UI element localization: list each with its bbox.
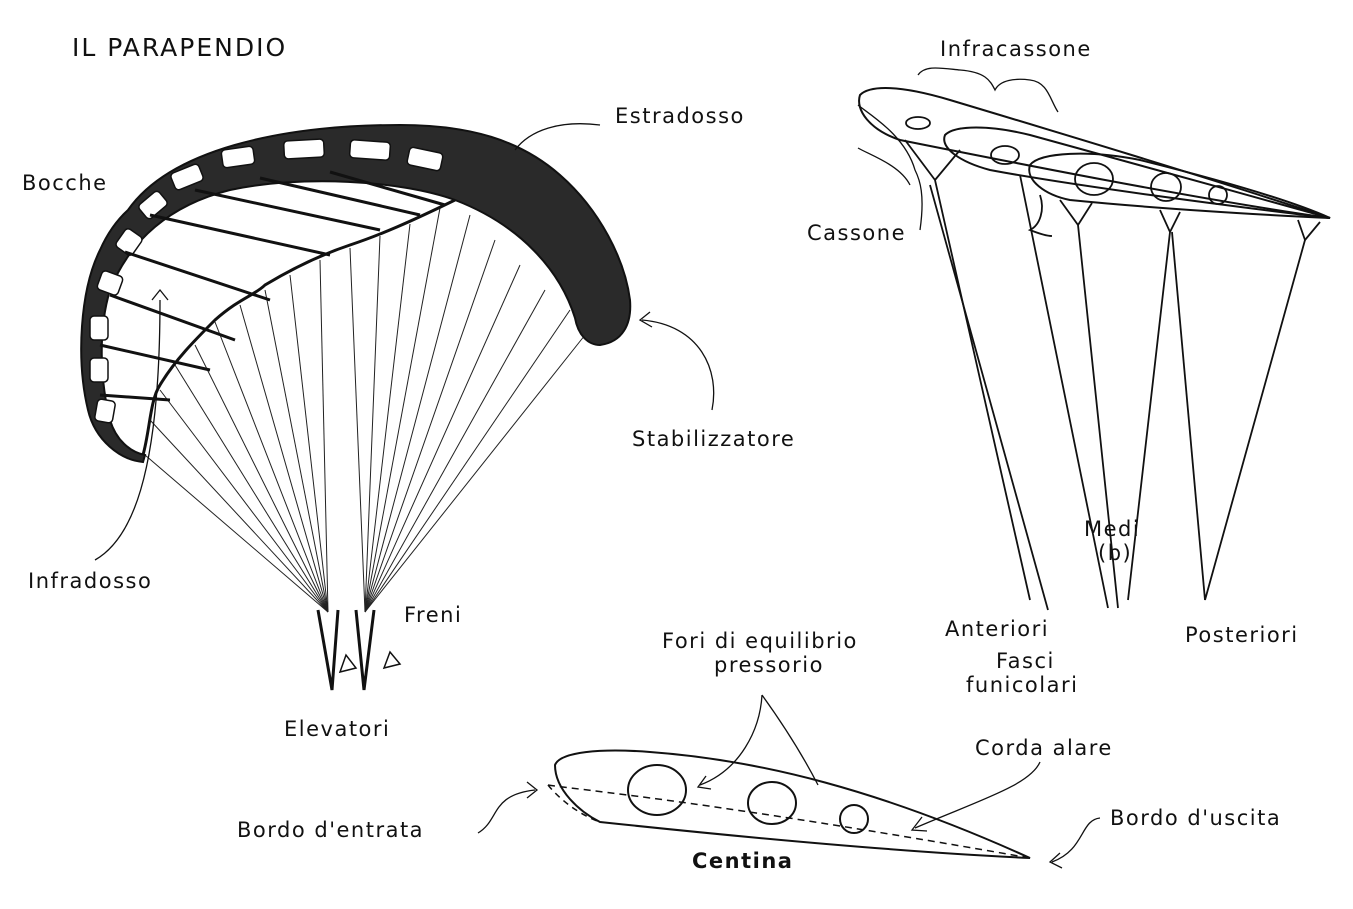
diagram-title: IL PARAPENDIO xyxy=(72,33,287,62)
cell-structure-illustration: Infracassone Cassone Medi (b) Anteriori … xyxy=(807,37,1331,697)
rib-profile xyxy=(553,749,1031,859)
entrata-arrowhead xyxy=(526,781,539,799)
suspension-line xyxy=(159,389,329,613)
suspension-line xyxy=(214,321,329,613)
suspension-line xyxy=(364,264,521,613)
label-fasci-line1: Fasci xyxy=(996,649,1055,673)
paraglider-illustration: Bocche Estradosso Stabilizzatore Infrado… xyxy=(22,104,795,741)
label-estradosso: Estradosso xyxy=(615,104,745,128)
label-bordo-uscita: Bordo d'uscita xyxy=(1110,806,1281,830)
suspension-line xyxy=(149,419,329,613)
label-centina: Centina xyxy=(692,849,793,873)
rib-profile-holes xyxy=(627,764,869,834)
infradosso-arrowhead xyxy=(151,288,169,301)
entrata-leader xyxy=(477,789,536,834)
suspension-line xyxy=(364,334,586,613)
risers xyxy=(316,609,376,691)
suspension-line xyxy=(364,214,471,613)
label-medi-line2: (b) xyxy=(1098,541,1132,565)
canopy-lower-surface xyxy=(141,198,456,456)
suspension-lines xyxy=(144,207,586,613)
rib-profile-illustration: Fori di equilibrio pressorio Corda alare… xyxy=(237,629,1281,873)
cassone-bracket xyxy=(857,104,923,231)
label-infradosso: Infradosso xyxy=(28,569,152,593)
suspension-line xyxy=(144,454,329,613)
cell-openings xyxy=(89,138,444,424)
suspension-line xyxy=(364,223,411,613)
leading-edge-dash xyxy=(547,784,601,823)
suspension-line xyxy=(364,289,546,613)
label-medi-line1: Medi xyxy=(1084,517,1140,541)
label-freni: Freni xyxy=(404,603,462,627)
label-elevatori: Elevatori xyxy=(284,717,390,741)
suspension-line xyxy=(264,289,329,613)
rib-holes xyxy=(905,116,1228,205)
uscita-leader xyxy=(1051,817,1101,863)
rib-front xyxy=(1028,152,1331,219)
corda-leader xyxy=(914,761,1041,829)
label-stabilizzatore: Stabilizzatore xyxy=(632,427,795,451)
fori-leader xyxy=(699,694,819,786)
fori-arrowhead xyxy=(696,775,712,790)
suspension-line xyxy=(364,239,496,613)
corda-arrowhead xyxy=(910,816,928,832)
rib-middle xyxy=(943,126,1331,219)
line-groups xyxy=(904,139,1321,611)
uscita-arrowhead xyxy=(1048,852,1063,869)
estradosso-leader xyxy=(514,123,601,151)
infracassone-bracket xyxy=(917,67,1059,113)
label-bocche: Bocche xyxy=(22,171,108,195)
label-bordo-entrata: Bordo d'entrata xyxy=(237,818,424,842)
label-anteriori: Anteriori xyxy=(945,617,1049,641)
chord-line xyxy=(547,784,1031,859)
label-fasci-line2: funicolari xyxy=(966,673,1078,697)
suspension-line xyxy=(289,274,329,613)
label-fori-line2: pressorio xyxy=(714,653,824,677)
label-posteriori: Posteriori xyxy=(1185,623,1299,647)
suspension-line xyxy=(239,304,329,613)
suspension-line xyxy=(349,247,366,613)
canopy-ribs xyxy=(99,170,446,402)
label-cassone: Cassone xyxy=(807,221,906,245)
suspension-line xyxy=(364,207,441,613)
suspension-line xyxy=(319,259,329,613)
label-infracassone: Infracassone xyxy=(940,37,1092,61)
brake-handles xyxy=(338,650,402,674)
stabilizzatore-leader xyxy=(641,319,715,411)
suspension-line xyxy=(364,235,381,613)
suspension-line xyxy=(174,364,329,613)
suspension-line xyxy=(364,309,571,613)
infradosso-leader xyxy=(94,299,161,561)
suspension-line xyxy=(194,344,329,613)
label-corda-alare: Corda alare xyxy=(975,736,1113,760)
label-fori-line1: Fori di equilibrio xyxy=(662,629,858,653)
stabilizzatore-arrowhead xyxy=(638,311,653,328)
